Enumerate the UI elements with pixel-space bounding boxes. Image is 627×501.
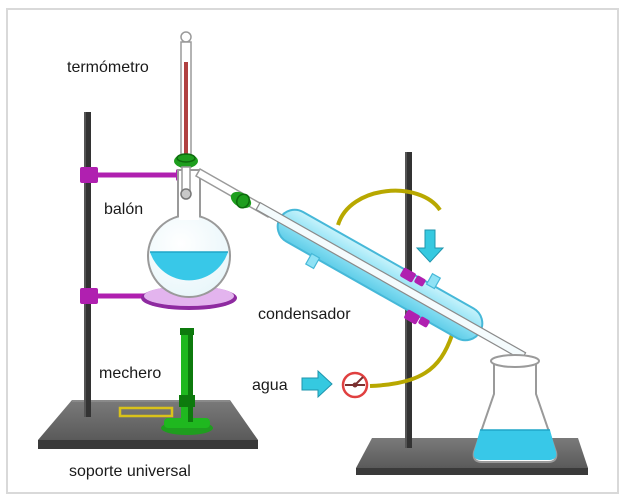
bunsen-burner — [118, 328, 213, 435]
burner-base-ring — [164, 418, 210, 428]
left-base-front — [38, 440, 258, 449]
label-soporte-universal: soporte universal — [69, 463, 191, 480]
erlenmeyer-liquid — [473, 430, 557, 460]
label-balon: balón — [104, 201, 143, 218]
down-arrow-icon — [415, 229, 445, 263]
left-rod-shade — [84, 112, 86, 417]
flask-liquid — [150, 252, 228, 281]
condenser-clamp-lower-b — [418, 316, 430, 328]
erlenmeyer-mouth — [490, 354, 540, 368]
water-outlet-hose — [369, 334, 454, 388]
erlenmeyer-flask — [472, 354, 558, 463]
ring-clamp — [80, 288, 98, 304]
thermometer-stopper-ring — [176, 153, 196, 163]
water-tap-icon — [341, 371, 369, 399]
right-arrow-icon — [301, 369, 333, 399]
thermometer-lower — [181, 166, 191, 192]
condenser — [255, 201, 527, 361]
left-support-stand — [38, 112, 258, 449]
label-agua: agua — [252, 377, 288, 394]
left-base-top — [38, 400, 258, 440]
side-arm-stopper-ring — [235, 193, 251, 209]
side-arm-stopper — [230, 191, 252, 209]
label-termometro: termómetro — [67, 59, 149, 76]
label-mechero: mechero — [99, 365, 161, 382]
burner-collar — [179, 395, 195, 407]
upper-clamp-holder — [80, 167, 98, 183]
right-base-front — [356, 468, 588, 475]
thermometer-liquid — [184, 62, 188, 167]
thermometer-stopper — [174, 154, 198, 168]
condenser-clamps — [400, 267, 430, 328]
water-hoses — [336, 188, 454, 388]
label-condensador: condensador — [258, 306, 351, 323]
thermometer — [174, 31, 198, 200]
thermometer-bulb — [180, 188, 192, 200]
image-frame — [6, 8, 619, 494]
flask-neck-cover — [179, 208, 199, 220]
thermometer-top — [180, 31, 192, 43]
water-inlet-hose — [336, 188, 442, 226]
burner-top — [180, 328, 194, 335]
condenser-inner-tube — [255, 201, 527, 361]
burner-tube-shade — [188, 332, 193, 422]
condenser-outlet-stub — [304, 252, 321, 270]
condenser-inlet-stub — [425, 272, 442, 290]
condenser-clamp-lower — [404, 309, 420, 325]
condenser-clamp-upper-b — [414, 275, 426, 287]
condenser-clamp-upper — [400, 267, 416, 283]
left-rod — [84, 112, 91, 417]
tap-center — [352, 382, 358, 388]
burner-valve-bar — [118, 406, 174, 418]
round-flask — [147, 169, 231, 298]
